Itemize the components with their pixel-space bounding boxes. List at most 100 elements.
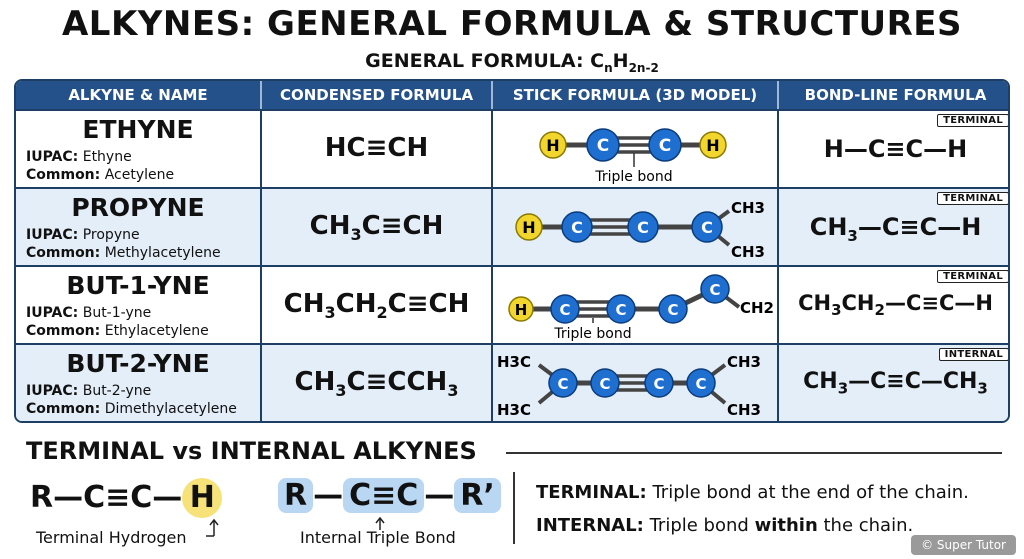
common-name: Common: Acetylene xyxy=(26,167,175,183)
iupac-name: IUPAC: Ethyne xyxy=(26,149,132,165)
name-cell: PROPYNE IUPAC: Propyne Common: Methylace… xyxy=(16,189,262,265)
table-row-but-1-yne: BUT-1-YNE IUPAC: But-1-yne Common: Ethyl… xyxy=(16,265,1008,343)
triple-bond-caption: Triple bond xyxy=(553,326,631,342)
carbon-atom xyxy=(627,211,659,243)
condensed-formula: HC≡CH xyxy=(324,133,429,163)
bondline-formula: CH3CH2—C≡C—H xyxy=(798,291,993,320)
table-row-ethyne: ETHYNE IUPAC: Ethyne Common: Acetylene H… xyxy=(16,109,1008,187)
svg-text:C: C xyxy=(557,375,568,393)
svg-text:H3C: H3C xyxy=(497,353,531,371)
svg-text:CH3: CH3 xyxy=(731,199,765,217)
stick-cell: H C C C CH3 CH3 xyxy=(493,189,779,265)
svg-text:H: H xyxy=(515,301,528,319)
bondline-formula: H—C≡C—H xyxy=(823,135,968,163)
section-divider xyxy=(506,452,1002,454)
svg-text:C: C xyxy=(615,301,626,319)
bondline-cell: TERMINAL CH3—C≡C—H xyxy=(779,189,1008,265)
name-cell: BUT-2-YNE IUPAC: But-2-yne Common: Dimet… xyxy=(16,345,262,421)
svg-text:H: H xyxy=(546,136,559,155)
hydrogen-atom xyxy=(515,213,543,241)
hydrogen-atom xyxy=(699,131,727,159)
triple-bond-caption: Triple bond xyxy=(594,169,672,185)
carbon-atom xyxy=(548,368,578,398)
carbon-atom xyxy=(590,368,620,398)
header-stick: STICK FORMULA (3D MODEL) xyxy=(493,81,779,109)
svg-text:CH3: CH3 xyxy=(727,401,761,419)
watermark: © Super Tutor xyxy=(911,535,1016,555)
carbon-atom xyxy=(658,294,688,324)
svg-text:H: H xyxy=(522,218,535,237)
alkyne-name: BUT-2-YNE xyxy=(66,349,210,378)
alkyne-name: BUT-1-YNE xyxy=(66,271,210,300)
condensed-formula: CH3CH2C≡CH xyxy=(283,289,470,323)
common-name: Common: Methylacetylene xyxy=(26,245,221,261)
carbon-atom xyxy=(691,211,723,243)
stick-model-ethyne: H C C H Triple bond xyxy=(539,128,727,185)
terminal-hydrogen-caption: Terminal Hydrogen xyxy=(36,528,187,547)
svg-text:C: C xyxy=(667,301,678,319)
svg-text:CH3: CH3 xyxy=(731,243,765,261)
stick-cell: H C C H Triple bond xyxy=(493,111,779,187)
iupac-name: IUPAC: Propyne xyxy=(26,227,140,243)
table-row-but-2-yne: BUT-2-YNE IUPAC: But-2-yne Common: Dimet… xyxy=(16,343,1008,421)
terminal-tag: TERMINAL xyxy=(937,270,1008,283)
svg-text:C: C xyxy=(653,375,664,393)
svg-text:C: C xyxy=(571,218,583,237)
svg-text:H3C: H3C xyxy=(497,401,531,419)
condensed-cell: CH3C≡CCH3 xyxy=(262,345,493,421)
svg-text:CH3: CH3 xyxy=(727,353,761,371)
alkyne-table: ALKYNE & NAME CONDENSED FORMULA STICK FO… xyxy=(14,79,1010,423)
internal-example: R—C≡C—R’ xyxy=(278,478,501,513)
carbon-atom xyxy=(700,274,730,304)
svg-text:C: C xyxy=(559,301,570,319)
general-formula: GENERAL FORMULA: CnH2n-2 xyxy=(365,50,659,75)
carbon-atom xyxy=(686,368,716,398)
section-title: TERMINAL vs INTERNAL ALKYNES xyxy=(26,437,477,465)
common-name: Common: Dimethylacetylene xyxy=(26,401,237,417)
common-name: Common: Ethylacetylene xyxy=(26,323,209,339)
svg-text:C: C xyxy=(709,281,720,299)
table-header: ALKYNE & NAME CONDENSED FORMULA STICK FO… xyxy=(16,81,1008,109)
stick-model-but-1-yne: H C C C C CH2 Triple bond xyxy=(508,274,774,342)
bondline-cell: TERMINAL CH3CH2—C≡C—H xyxy=(779,267,1008,343)
carbon-atom xyxy=(648,128,682,162)
carbon-atom xyxy=(586,128,620,162)
bondline-formula: CH3—C≡C—CH3 xyxy=(803,369,988,398)
terminal-tag: TERMINAL xyxy=(937,192,1008,205)
svg-text:C: C xyxy=(597,136,609,156)
svg-text:C: C xyxy=(637,218,649,237)
name-cell: ETHYNE IUPAC: Ethyne Common: Acetylene xyxy=(16,111,262,187)
svg-text:C: C xyxy=(659,136,671,156)
bondline-cell: INTERNAL CH3—C≡C—CH3 xyxy=(779,345,1008,421)
terminal-definition: TERMINAL: Triple bond at the end of the … xyxy=(536,482,969,503)
svg-text:H: H xyxy=(706,136,719,155)
terminal-example: R—C≡C—H xyxy=(30,478,223,518)
header-condensed: CONDENSED FORMULA xyxy=(262,81,493,109)
terminal-tag: TERMINAL xyxy=(937,114,1008,127)
bondline-cell: TERMINAL H—C≡C—H xyxy=(779,111,1008,187)
hydrogen-atom xyxy=(508,296,534,322)
terminal-hydrogen-highlight: H xyxy=(182,478,223,518)
iupac-name: IUPAC: But-2-yne xyxy=(26,383,152,399)
svg-text:C: C xyxy=(695,375,706,393)
internal-definition: INTERNAL: Triple bond within the chain. xyxy=(536,515,914,536)
hydrogen-atom xyxy=(539,131,567,159)
carbon-atom xyxy=(644,368,674,398)
stick-cell: C C C C H3C H3C CH3 CH3 xyxy=(493,345,779,421)
carbon-atom xyxy=(561,211,593,243)
header-alkyne-name: ALKYNE & NAME xyxy=(16,81,262,109)
page-title: ALKYNES: GENERAL FORMULA & STRUCTURES xyxy=(61,4,963,44)
header-bondline: BOND-LINE FORMULA xyxy=(804,86,987,104)
condensed-cell: CH3C≡CH xyxy=(262,189,493,265)
stick-model-but-2-yne: C C C C H3C H3C CH3 CH3 xyxy=(497,353,761,419)
name-cell: BUT-1-YNE IUPAC: But-1-yne Common: Ethyl… xyxy=(16,267,262,343)
alkyne-name: PROPYNE xyxy=(71,193,205,222)
condensed-cell: HC≡CH xyxy=(262,111,493,187)
svg-text:CH2: CH2 xyxy=(740,299,774,317)
svg-text:C: C xyxy=(599,375,610,393)
condensed-formula: CH3C≡CCH3 xyxy=(294,367,459,401)
stick-model-propyne: H C C C CH3 CH3 xyxy=(515,199,765,261)
carbon-atom xyxy=(606,294,636,324)
condensed-cell: CH3CH2C≡CH xyxy=(262,267,493,343)
vertical-divider xyxy=(513,472,515,544)
